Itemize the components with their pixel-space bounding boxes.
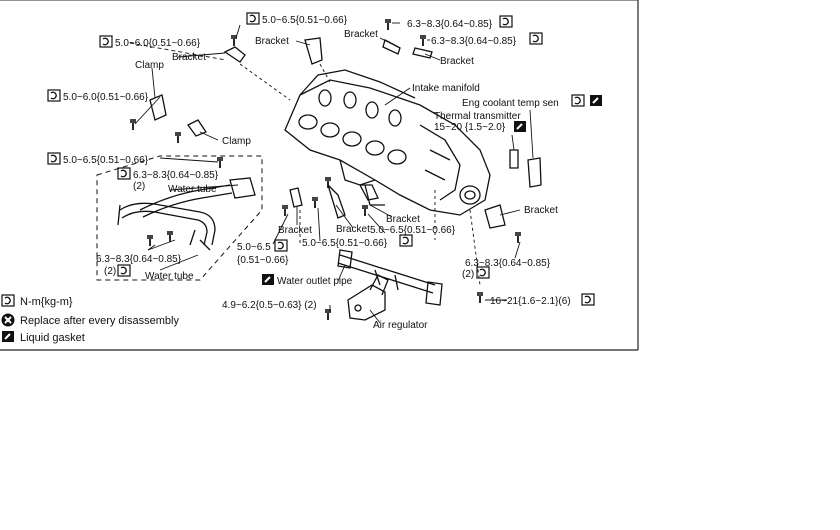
torque-callout-15: 15~20 {1.5~2.0} bbox=[434, 122, 506, 133]
bracket-part bbox=[382, 39, 401, 55]
part-label-water-tube: Water tube bbox=[145, 271, 194, 282]
legend: N-m{kg-m} Replace after every disassembl… bbox=[1, 294, 179, 344]
part-label-intake-manifold: Intake manifold bbox=[412, 83, 480, 94]
air-regulator-part bbox=[347, 274, 389, 321]
liquid-gasket-icon bbox=[261, 273, 275, 286]
bracket-part bbox=[304, 37, 323, 65]
torque-icon bbox=[117, 264, 131, 277]
part-label-water-outlet-pipe: Water outlet pipe bbox=[277, 276, 353, 287]
thermal-transmitter-part bbox=[509, 149, 519, 169]
bracket-part bbox=[484, 204, 506, 229]
water-tube-group-box bbox=[96, 155, 263, 281]
torque-callout-9a: 5.0~6.5 bbox=[237, 242, 271, 253]
torque-icon bbox=[274, 239, 288, 252]
part-label-air-regulator: Air regulator bbox=[373, 320, 428, 331]
bolt-icon bbox=[361, 204, 369, 217]
torque-icon bbox=[499, 15, 513, 28]
torque-callout-14: 16~21{1.6~2.1}(6) bbox=[490, 296, 571, 307]
part-label-water-tube: Water tube bbox=[168, 184, 217, 195]
torque-icon bbox=[399, 234, 413, 247]
bracket-part bbox=[289, 187, 303, 208]
torque-icon bbox=[117, 167, 131, 180]
water-tube-part bbox=[117, 177, 256, 251]
torque-callout-1: 5.0~6.5{0.51~0.66} bbox=[262, 15, 348, 26]
torque-icon bbox=[47, 152, 61, 165]
torque-icon bbox=[246, 12, 260, 25]
part-label-eng-coolant-temp-sen: Eng coolant temp sen bbox=[462, 98, 559, 109]
torque-callout-12: 6.3~8.3{0.64~0.85} bbox=[465, 258, 551, 269]
torque-callout-10: 5.0~6.5{0.51~0.66} bbox=[302, 238, 388, 249]
bolt-icon bbox=[166, 230, 174, 243]
bolt-icon bbox=[514, 231, 522, 244]
liquid-gasket-icon bbox=[513, 120, 527, 133]
torque-callout-8: 6.3~8.3{0.64~0.85} bbox=[96, 254, 182, 265]
part-label-bracket: Bracket bbox=[344, 29, 378, 40]
water-outlet-pipe-part bbox=[337, 249, 443, 306]
part-label-clamp: Clamp bbox=[222, 136, 251, 147]
part-label-bracket: Bracket bbox=[172, 52, 206, 63]
bolt-icon bbox=[146, 234, 154, 247]
bracket-part bbox=[223, 46, 246, 63]
torque-callout-5: 5.0~6.0{0.51~0.66} bbox=[63, 92, 149, 103]
bolt-icon bbox=[129, 118, 137, 131]
replace-icon-mark bbox=[4, 316, 12, 324]
part-label-thermal-transmitter: Thermal transmitter bbox=[434, 111, 521, 122]
part-label-bracket: Bracket bbox=[278, 225, 312, 236]
torque-callout-7-qty: (2) bbox=[133, 181, 145, 192]
torque-callout-7: 6.3~8.3{0.64~0.85} bbox=[133, 170, 219, 181]
torque-callout-9b: {0.51~0.66} bbox=[237, 255, 289, 266]
torque-callout-11: 5.0~6.5{0.51~0.66} bbox=[370, 225, 456, 236]
part-label-bracket: Bracket bbox=[336, 224, 370, 235]
liquid-gasket-icon bbox=[589, 94, 603, 107]
bolt-icon bbox=[384, 18, 392, 31]
bolt-icon bbox=[174, 131, 182, 144]
legend-replace: Replace after every disassembly bbox=[20, 315, 179, 327]
torque-icon bbox=[47, 89, 61, 102]
bracket-part bbox=[327, 184, 346, 219]
part-label-bracket: Bracket bbox=[255, 36, 289, 47]
torque-callout-4: 6.3~8.3{0.64~0.85} bbox=[431, 36, 517, 47]
bracket-part bbox=[412, 47, 433, 59]
legend-torque-unit: N-m{kg-m} bbox=[20, 296, 73, 308]
torque-callout-8-qty: (2) bbox=[104, 266, 116, 277]
part-label-clamp: Clamp bbox=[135, 60, 164, 71]
part-label-bracket: Bracket bbox=[440, 56, 474, 67]
liquid-gasket-icon bbox=[1, 330, 15, 343]
torque-icon bbox=[529, 32, 543, 45]
clamp-part bbox=[149, 94, 167, 121]
bolt-icon bbox=[216, 156, 224, 169]
bolt-icon bbox=[476, 291, 484, 304]
bracket-part bbox=[358, 184, 379, 201]
torque-callout-2: 6.3~8.3{0.64~0.85} bbox=[407, 19, 493, 30]
bolt-icon bbox=[281, 204, 289, 217]
torque-callout-3: 5.0~6.0{0.51~0.66} bbox=[115, 38, 201, 49]
torque-callout-12-qty: (2) bbox=[462, 269, 474, 280]
intake-manifold-part bbox=[284, 69, 491, 216]
part-label-bracket: Bracket bbox=[386, 214, 420, 225]
eng-coolant-temp-sensor-part bbox=[527, 157, 542, 188]
torque-icon bbox=[1, 294, 15, 307]
legend-liquid-gasket: Liquid gasket bbox=[20, 332, 85, 344]
torque-icon bbox=[99, 35, 113, 48]
bolt-icon bbox=[419, 34, 427, 47]
clamp-part bbox=[187, 119, 207, 137]
part-label-bracket: Bracket bbox=[524, 205, 558, 216]
bolt-icon bbox=[311, 196, 319, 209]
torque-icon bbox=[581, 293, 595, 306]
torque-icon bbox=[571, 94, 585, 107]
torque-callout-6: 5.0~6.5{0.51~0.66} bbox=[63, 155, 149, 166]
torque-callout-13: 4.9~6.2{0.5~0.63} (2) bbox=[222, 300, 317, 311]
